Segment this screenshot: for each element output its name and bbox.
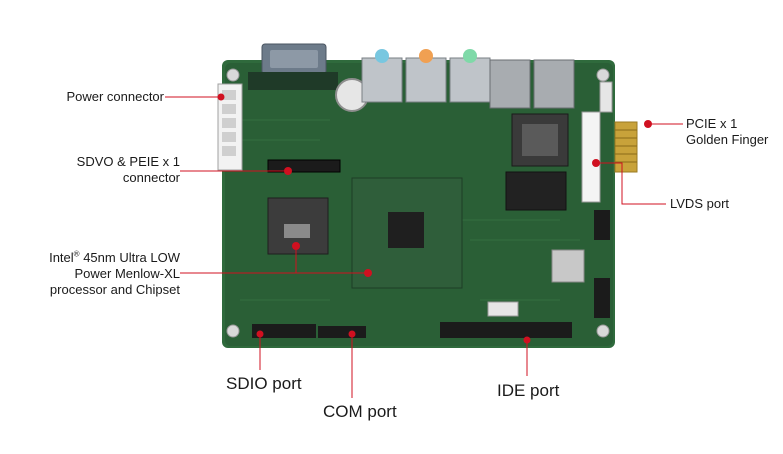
callout-dots [217,93,652,344]
label-pcie-line2: Golden Finger [686,132,769,147]
pcb-traces [240,119,580,301]
top-left-header [248,72,338,90]
label-lvds-port: LVDS port [670,196,730,211]
pcie-golden-finger [614,121,638,173]
label-pcie-line1: PCIE x 1 [686,116,738,131]
ide-header [440,322,572,338]
label-power-connector: Power connector [66,89,164,104]
mounting-holes [226,68,610,338]
label-sdio-port: SDIO port [226,374,302,393]
audio-jacks [361,49,491,103]
sdvo-connector [267,159,341,173]
label-intel-line2: Power Menlow-XL [74,266,181,281]
lan-usb-stack-2 [533,59,575,109]
label-com-port: COM port [323,402,397,421]
sdio-header [252,324,316,338]
callout-line-lvds [596,162,666,205]
label-ide-port: IDE port [497,381,560,400]
label-intel-line3: processor and Chipset [49,282,180,297]
lvds-connector [581,111,601,203]
callout-lines [165,96,683,398]
label-intel-line1: Intel® 45nm Ultra LOW [49,249,180,265]
label-pcie-golden-finger: PCIE x 1 Golden Finger [686,116,768,148]
lan-usb-stack-1 [489,59,531,109]
metal-can [551,249,585,283]
label-intel-processor: Intel® 45nm Ultra LOW Power Menlow-XL pr… [20,250,180,298]
label-sdvo-line1: SDVO & PEIE x 1 [76,154,180,169]
com-header [318,326,366,338]
label-sdvo-line2: connector [122,170,180,185]
super-io-chip [505,171,567,211]
label-sdvo-connector: SDVO & PEIE x 1 connector [40,154,180,186]
